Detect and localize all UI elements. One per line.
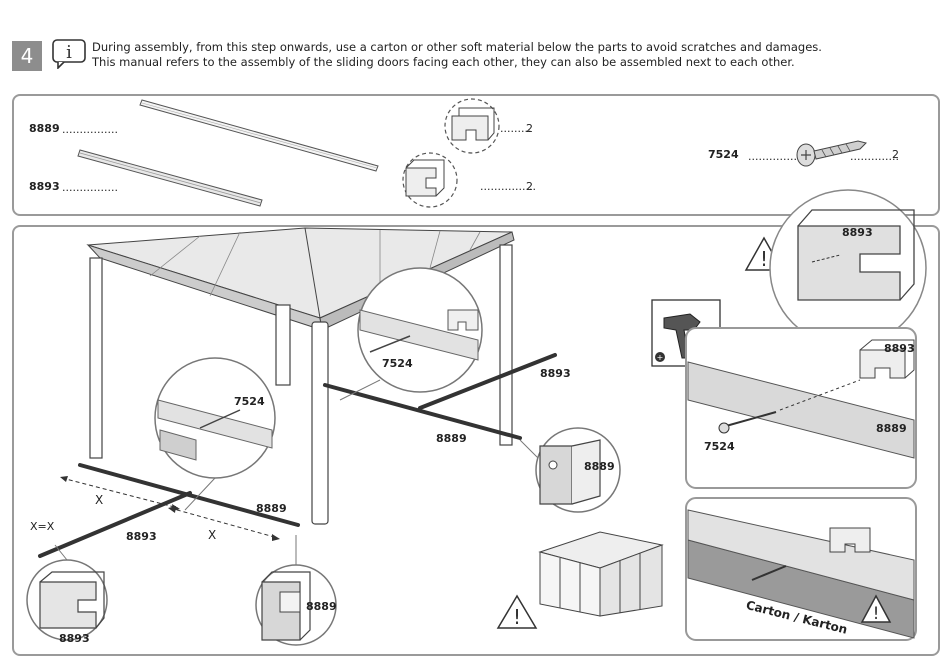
label-7524-inset: 7524 bbox=[704, 440, 735, 453]
warning-icon-bottom: ! bbox=[496, 594, 538, 629]
step-number: 4 bbox=[12, 41, 42, 71]
bracket-b-part bbox=[402, 152, 458, 208]
svg-text:i: i bbox=[66, 42, 72, 63]
rail-8889-part bbox=[139, 99, 379, 172]
svg-text:!: ! bbox=[873, 604, 880, 624]
inset-screw-detail bbox=[687, 339, 915, 459]
zoom-bracket-right bbox=[535, 427, 621, 513]
bracket-b-qty: 2 bbox=[526, 180, 533, 193]
bracket-a-part bbox=[444, 98, 500, 154]
rail-side-8893 bbox=[418, 353, 557, 410]
svg-text:!: ! bbox=[513, 605, 521, 629]
post-left bbox=[89, 257, 103, 459]
bracket-a-dots: ......... bbox=[500, 122, 532, 135]
zoom-detail-center bbox=[154, 357, 276, 479]
zoom-bracket-bottom-center bbox=[255, 564, 337, 646]
dimension-x-equal: X=X bbox=[30, 520, 55, 533]
dimension-arrowheads bbox=[60, 476, 280, 541]
post-front bbox=[311, 321, 329, 525]
label-7524-center: 7524 bbox=[234, 395, 265, 408]
label-8889-side: 8889 bbox=[436, 432, 467, 445]
zoom-detail-upper bbox=[357, 267, 483, 393]
bracket-a-qty: 2 bbox=[526, 122, 533, 135]
post-right bbox=[499, 244, 513, 446]
rail-front-8893 bbox=[38, 491, 192, 558]
info-icon: i bbox=[52, 39, 86, 69]
instructions: During assembly, from this step onwards,… bbox=[92, 40, 822, 70]
label-8889-bracket-bottom: 8889 bbox=[306, 600, 337, 613]
dimension-x-right: X bbox=[208, 528, 217, 542]
post-back bbox=[275, 304, 291, 386]
part-8889-dots: ................ bbox=[62, 123, 118, 136]
label-7524-upper: 7524 bbox=[382, 357, 413, 370]
dimension-arrows bbox=[61, 477, 279, 539]
screw-dots-left: .............. bbox=[748, 150, 797, 163]
part-8889-label: 8889 bbox=[29, 122, 60, 135]
label-8893-zoom: 8893 bbox=[842, 226, 873, 239]
bracket-b-dots: ................ bbox=[480, 180, 536, 193]
part-8893-dots: ................ bbox=[62, 181, 118, 194]
screw-qty: 2 bbox=[892, 148, 899, 161]
rail-side-8889 bbox=[323, 383, 522, 440]
part-8893-label: 8893 bbox=[29, 180, 60, 193]
gazebo-posts bbox=[89, 244, 513, 525]
small-gazebo-illustration bbox=[538, 531, 664, 617]
label-8893-side: 8893 bbox=[540, 367, 571, 380]
label-8889-inset: 8889 bbox=[876, 422, 907, 435]
instruction-line-2: This manual refers to the assembly of th… bbox=[92, 55, 795, 69]
label-8893-inset: 8893 bbox=[884, 342, 915, 355]
screw-dots-right: .............. bbox=[850, 150, 899, 163]
screw-label: 7524 bbox=[708, 148, 739, 161]
screw-7524-part bbox=[796, 140, 867, 167]
instruction-line-1: During assembly, from this step onwards,… bbox=[92, 40, 822, 54]
zoom-bracket-bottom-left bbox=[26, 559, 108, 641]
zoom-profile-top-right bbox=[769, 189, 927, 347]
label-8889-front: 8889 bbox=[256, 502, 287, 515]
label-8889-bracket-right: 8889 bbox=[584, 460, 615, 473]
rail-8893-part bbox=[77, 149, 263, 207]
ground-rails bbox=[38, 353, 557, 558]
label-8893-front: 8893 bbox=[126, 530, 157, 543]
svg-text:!: ! bbox=[760, 247, 768, 271]
label-8893-bracket: 8893 bbox=[59, 632, 90, 645]
svg-text:+: + bbox=[657, 353, 664, 362]
inset-carton-detail: ! bbox=[687, 509, 915, 639]
dimension-x-left: X bbox=[95, 493, 104, 507]
